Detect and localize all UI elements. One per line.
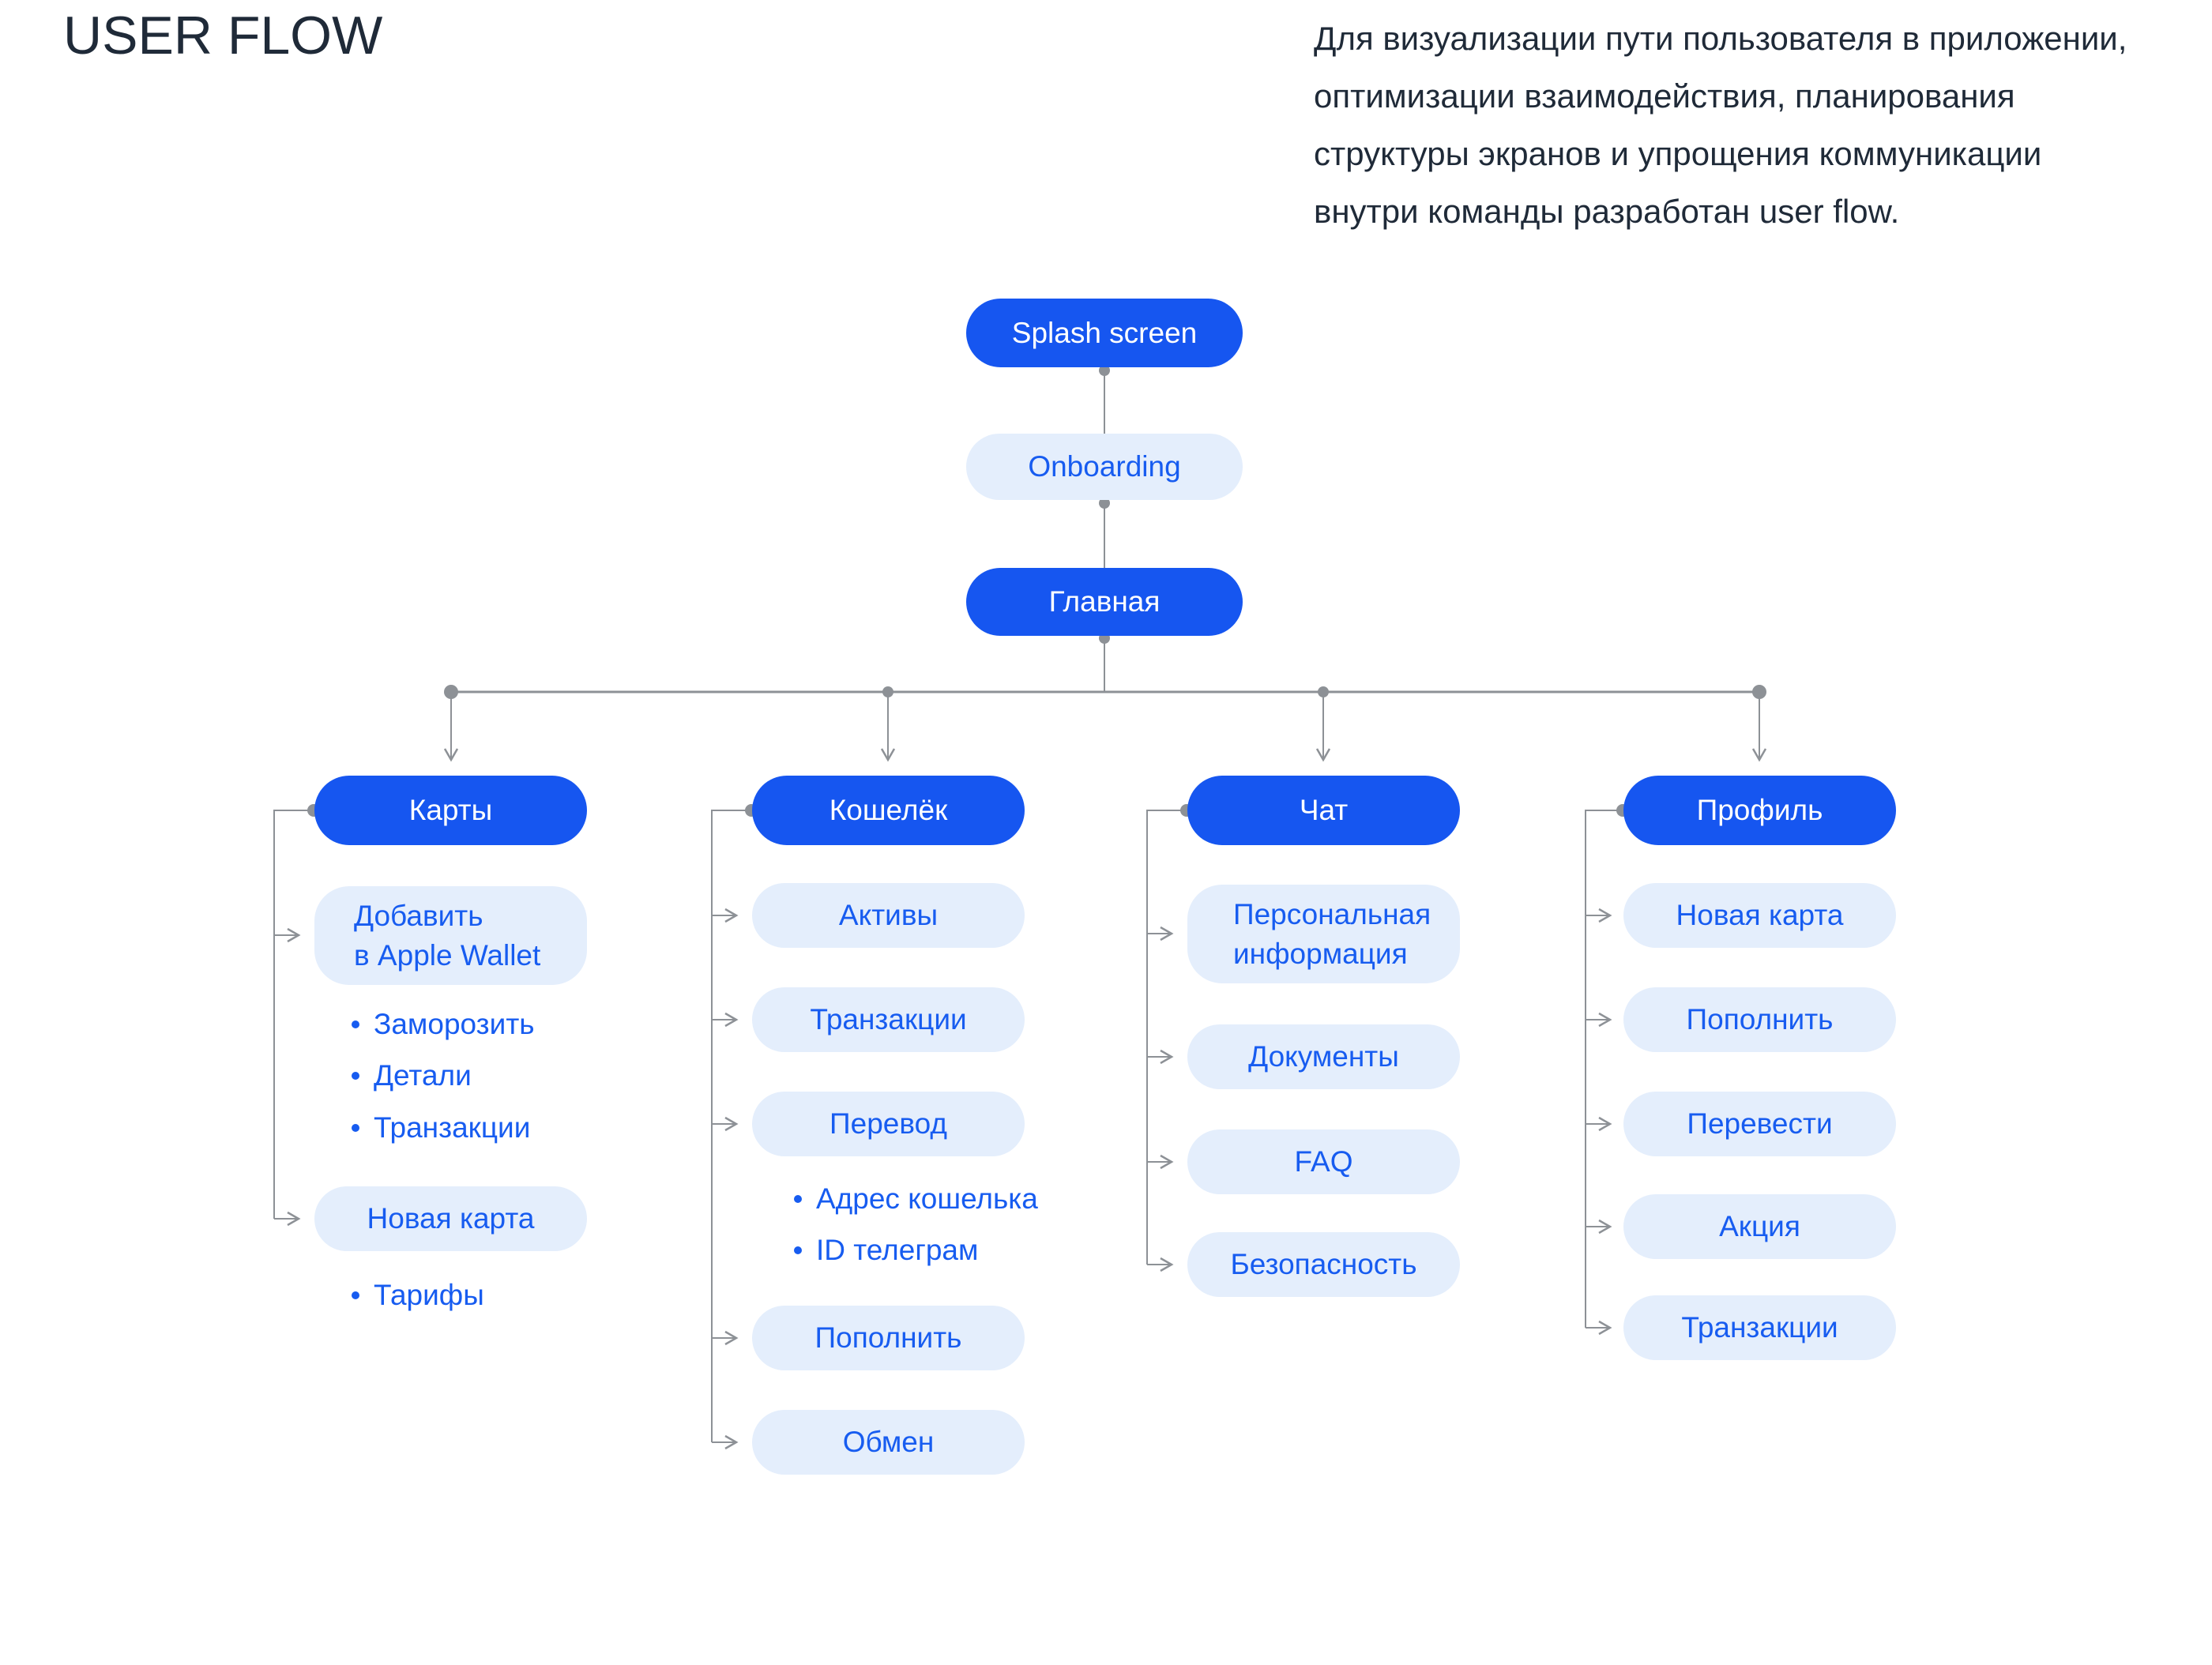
bullet-detali: Детали bbox=[352, 1052, 472, 1099]
node-popolnit-profil: Пополнить bbox=[1623, 987, 1896, 1052]
bullet-id-telegram: ID телеграм bbox=[794, 1227, 978, 1274]
node-personalnaya-informaciya: Персональная информация bbox=[1187, 885, 1460, 983]
node-faq: FAQ bbox=[1187, 1129, 1460, 1194]
node-popolnit-koshelek: Пополнить bbox=[752, 1306, 1025, 1370]
bullet-dot-icon bbox=[794, 1195, 802, 1203]
node-dokumenty: Документы bbox=[1187, 1024, 1460, 1089]
bullet-label: Тарифы bbox=[374, 1279, 484, 1311]
node-koshelek: Кошелёк bbox=[752, 776, 1025, 845]
node-novaya-karta-profil: Новая карта bbox=[1623, 883, 1896, 948]
bullet-label: ID телеграм bbox=[816, 1234, 979, 1266]
node-bezopasnost: Безопасность bbox=[1187, 1232, 1460, 1297]
bullet-adres-koshelka: Адрес кошелька bbox=[794, 1175, 1038, 1223]
node-aktivy: Активы bbox=[752, 883, 1025, 948]
bullet-dot-icon bbox=[352, 1291, 359, 1299]
node-perevesti: Перевести bbox=[1623, 1092, 1896, 1156]
bullet-dot-icon bbox=[352, 1072, 359, 1080]
node-karty: Карты bbox=[314, 776, 587, 845]
node-chat: Чат bbox=[1187, 776, 1460, 845]
node-splash-screen: Splash screen bbox=[966, 299, 1243, 367]
node-add-apple-wallet: Добавить в Apple Wallet bbox=[314, 886, 587, 985]
rail-branch-arrows bbox=[274, 908, 1612, 1450]
bullet-dot-icon bbox=[352, 1020, 359, 1028]
bullet-label: Транзакции bbox=[374, 1111, 531, 1144]
description-text: Для визуализации пути пользователя в при… bbox=[1314, 20, 2127, 230]
node-profil: Профиль bbox=[1623, 776, 1896, 845]
bullet-zamorozit: Заморозить bbox=[352, 1001, 535, 1048]
node-tranzakcii-profil: Транзакции bbox=[1623, 1295, 1896, 1360]
bullet-tranzakcii-karty: Транзакции bbox=[352, 1104, 530, 1152]
node-perevod: Перевод bbox=[752, 1092, 1025, 1156]
node-akciya: Акция bbox=[1623, 1194, 1896, 1259]
bullet-dot-icon bbox=[352, 1124, 359, 1132]
page-title: USER FLOW bbox=[63, 6, 383, 66]
column-drop-arrows bbox=[443, 692, 1767, 762]
node-tranzakcii-koshelek: Транзакции bbox=[752, 987, 1025, 1052]
bullet-dot-icon bbox=[794, 1246, 802, 1254]
bullet-label: Детали bbox=[374, 1059, 472, 1092]
node-glavnaya: Главная bbox=[966, 568, 1243, 636]
node-novaya-karta-karty: Новая карта bbox=[314, 1186, 587, 1251]
bullet-label: Адрес кошелька bbox=[816, 1182, 1038, 1215]
node-obmen: Обмен bbox=[752, 1410, 1025, 1475]
node-onboarding: Onboarding bbox=[966, 434, 1243, 500]
bullet-tarify: Тарифы bbox=[352, 1272, 484, 1319]
column-rails bbox=[273, 810, 1622, 1442]
bullet-label: Заморозить bbox=[374, 1008, 535, 1040]
